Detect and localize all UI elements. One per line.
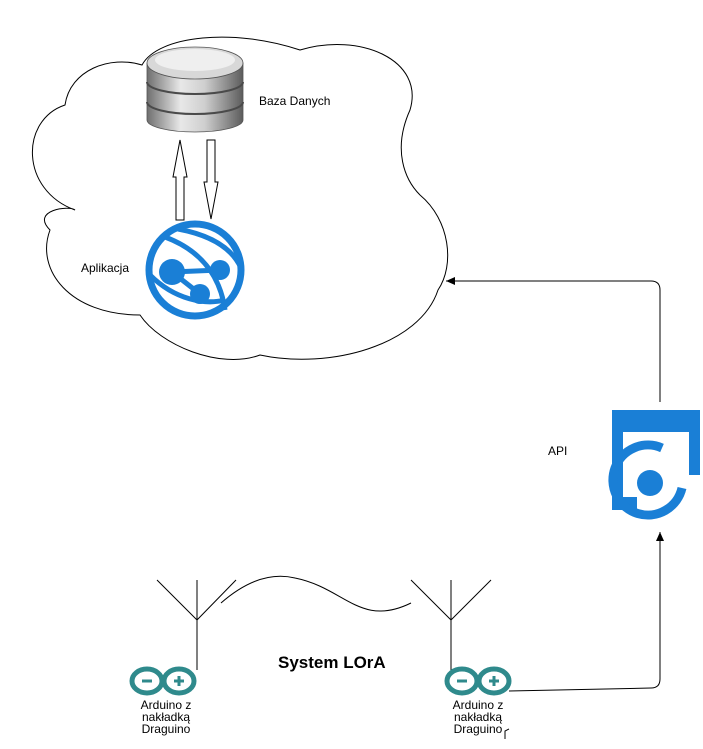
cloud-shape bbox=[32, 36, 449, 360]
antenna-icon bbox=[410, 579, 492, 670]
node-right-line-1: Arduino z bbox=[452, 698, 504, 712]
node-to-api-connector bbox=[508, 532, 664, 692]
api-to-cloud-connector bbox=[446, 277, 661, 402]
node-left-line-2: nakładką bbox=[141, 710, 191, 724]
api-window-icon bbox=[608, 410, 700, 520]
application-label: Aplikacja bbox=[81, 261, 130, 275]
system-lora-label: System LOrA bbox=[278, 653, 386, 672]
node-left-line-1: Arduino z bbox=[140, 698, 192, 712]
antenna-icon bbox=[156, 579, 237, 670]
connector-handle bbox=[504, 728, 510, 739]
api-label: API bbox=[548, 444, 568, 458]
db-app-arrows bbox=[172, 139, 219, 221]
arduino-logo-icon bbox=[129, 666, 197, 696]
arduino-logo-icon bbox=[444, 666, 512, 696]
radio-link-wave bbox=[220, 575, 412, 612]
node-left-line-3: Draguino bbox=[141, 722, 191, 736]
node-right-label: Arduino z nakładką Draguino bbox=[438, 699, 518, 735]
web-app-globe-icon bbox=[145, 220, 245, 320]
database-icon bbox=[146, 46, 244, 133]
node-right-line-2: nakładką bbox=[453, 710, 503, 724]
node-right-line-3: Draguino bbox=[453, 722, 503, 736]
database-label: Baza Danych bbox=[259, 94, 331, 108]
node-left-label: Arduino z nakładką Draguino bbox=[126, 699, 206, 735]
